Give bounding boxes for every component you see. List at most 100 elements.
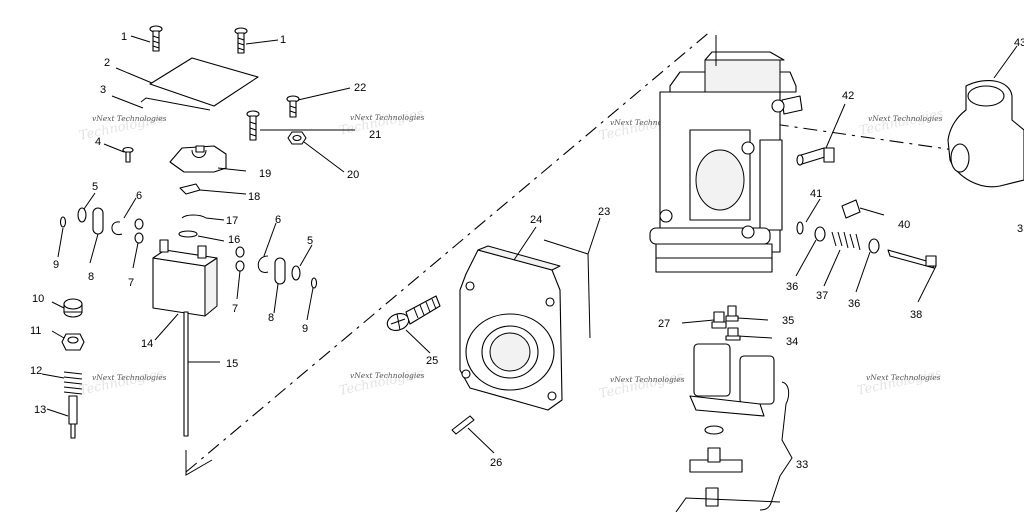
label-part-33: 33 <box>796 459 808 471</box>
label-part-9: 9 <box>53 259 59 271</box>
label-part-14: 14 <box>141 338 153 350</box>
label-part-36: 36 <box>786 281 798 293</box>
part-21-screw <box>246 110 260 141</box>
part-19-throttle-holder <box>169 145 227 173</box>
watermark-text: vNext Technologies <box>868 114 943 123</box>
label-part-8: 8 <box>268 312 274 324</box>
part-33-bracket <box>759 381 793 511</box>
part-9-pin <box>59 216 67 228</box>
part-7-bushing <box>134 232 144 244</box>
part-number-labels: 1 1 2 3 4 5 5 6 6 7 7 8 8 9 9 10 11 12 1… <box>30 31 1024 471</box>
part-27-jet <box>711 311 727 329</box>
part-40-cap <box>841 199 861 219</box>
label-part-21: 21 <box>369 129 381 141</box>
label-part-24: 24 <box>530 214 542 226</box>
part-7-bushing <box>134 218 144 230</box>
label-part-41: 41 <box>810 188 822 200</box>
label-part-19: 19 <box>259 168 271 180</box>
part-17-clip <box>181 214 207 219</box>
label-part-8: 8 <box>88 271 94 283</box>
label-part-26: 26 <box>490 457 502 469</box>
part-7-bushing <box>235 246 245 258</box>
part-36-washer <box>868 238 880 254</box>
part-7-bushing <box>235 260 245 272</box>
label-part-12: 12 <box>30 365 42 377</box>
part-8-link <box>92 207 104 235</box>
label-part-40: 40 <box>898 219 910 231</box>
part-5-washer <box>291 265 301 281</box>
label-part-3: 3 <box>1017 223 1023 235</box>
part-8-link <box>274 257 286 285</box>
label-part-4: 4 <box>95 136 101 148</box>
part-12-spring <box>63 371 83 395</box>
part-9-pin <box>310 277 318 289</box>
part-14-throttle-slide <box>152 239 218 317</box>
part-33-float-assembly <box>675 343 781 512</box>
label-part-7: 7 <box>232 303 238 315</box>
part-34-jet <box>725 327 741 341</box>
carburetor-body <box>649 51 803 273</box>
watermark-text: vNext Technologies <box>92 373 167 382</box>
label-part-2: 2 <box>104 57 110 69</box>
svg-text:Technologies: Technologies <box>856 366 944 399</box>
part-37-spring <box>831 231 861 251</box>
part-11-hex-nut <box>61 333 85 351</box>
part-36-washer <box>814 226 826 242</box>
part-24-carburetor-cover <box>459 245 563 411</box>
label-part-34: 34 <box>786 336 798 348</box>
label-part-9: 9 <box>302 323 308 335</box>
part-4-small-screw <box>122 146 134 163</box>
part-38-needle <box>887 249 937 269</box>
part-25-screw <box>386 295 441 331</box>
part-41-washer <box>796 221 804 235</box>
part-42-fitting <box>796 147 835 166</box>
watermark-text: vNext Technologies <box>350 113 425 122</box>
label-part-36: 36 <box>848 298 860 310</box>
svg-text:Technologies: Technologies <box>338 106 426 139</box>
label-part-5: 5 <box>92 181 98 193</box>
part-22-screw <box>286 95 300 118</box>
watermark-text: vNext Technologies <box>866 373 941 382</box>
label-part-1: 1 <box>121 31 127 43</box>
label-part-37: 37 <box>816 290 828 302</box>
part-26-pin <box>451 415 475 435</box>
part-2-cover-plate <box>149 57 259 107</box>
label-part-3: 3 <box>100 84 106 96</box>
label-part-10: 10 <box>32 293 44 305</box>
label-part-42: 42 <box>842 90 854 102</box>
part-10-nut <box>63 298 83 318</box>
part-35-jet <box>725 305 739 322</box>
label-part-20: 20 <box>347 169 359 181</box>
part-43-housing <box>947 80 1024 188</box>
label-part-6: 6 <box>136 190 142 202</box>
part-1-screw-left <box>149 25 163 52</box>
svg-text:Technologies: Technologies <box>78 366 166 399</box>
label-part-6: 6 <box>275 214 281 226</box>
label-part-35: 35 <box>782 315 794 327</box>
label-part-5: 5 <box>307 235 313 247</box>
part-1-screw-right <box>234 27 248 54</box>
label-part-38: 38 <box>910 309 922 321</box>
label-part-16: 16 <box>228 234 240 246</box>
part-18-clip <box>179 183 201 195</box>
label-part-43: 43 <box>1014 37 1024 49</box>
watermark-text: vNext Technologies <box>92 114 167 123</box>
label-part-22: 22 <box>354 82 366 94</box>
part-16-o-ring <box>178 230 198 238</box>
label-part-7: 7 <box>128 277 134 289</box>
watermark-text: vNext Technologies <box>610 118 685 127</box>
label-part-25: 25 <box>426 355 438 367</box>
part-13-pilot-screw <box>68 395 78 439</box>
part-5-washer <box>77 207 87 223</box>
label-part-1: 1 <box>280 34 286 46</box>
label-part-11: 11 <box>30 325 41 337</box>
label-part-17: 17 <box>226 215 238 227</box>
watermark-text: vNext Technologies <box>610 375 685 384</box>
label-part-15: 15 <box>226 358 238 370</box>
label-part-18: 18 <box>248 191 260 203</box>
part-15-jet-needle <box>183 311 189 437</box>
leader-lines <box>41 35 1018 454</box>
label-part-27: 27 <box>658 318 670 330</box>
label-part-13: 13 <box>34 404 46 416</box>
